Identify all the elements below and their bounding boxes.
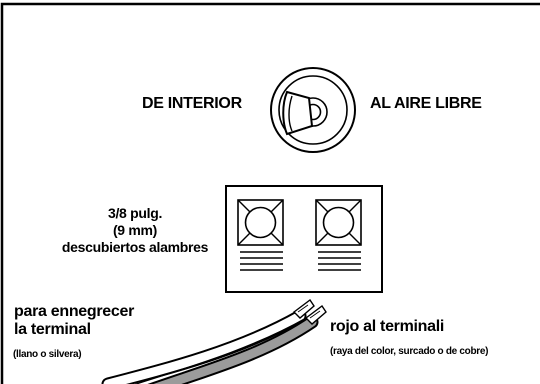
exposed-conductor-ends bbox=[292, 298, 327, 325]
strip-length-line-1: 3/8 pulg. bbox=[107, 205, 163, 221]
red-wire-note: (raya del color, surcado o de cobre) bbox=[330, 346, 489, 357]
outdoor-label: AL AIRE LIBRE bbox=[370, 95, 482, 112]
strip-length-line-2: (9 mm) bbox=[112, 222, 158, 238]
terminal-left bbox=[237, 199, 284, 271]
strip-length-line-3: descubiertos alambres bbox=[61, 239, 209, 255]
selector-dial bbox=[270, 67, 356, 153]
black-wire-label-line-2: la terminal bbox=[14, 321, 91, 338]
terminal-right bbox=[315, 199, 362, 271]
speaker-wire bbox=[101, 298, 327, 384]
strip-length-label: 3/8 pulg. (9 mm) descubiertos alambres bbox=[42, 206, 228, 257]
black-wire-label-line-1: para ennegrecer bbox=[14, 303, 135, 320]
terminal-block bbox=[225, 185, 383, 293]
black-wire-note: (llano o silvera) bbox=[13, 349, 82, 360]
red-wire-label: rojo al terminali bbox=[330, 318, 445, 335]
indoor-label: DE INTERIOR bbox=[142, 95, 242, 112]
